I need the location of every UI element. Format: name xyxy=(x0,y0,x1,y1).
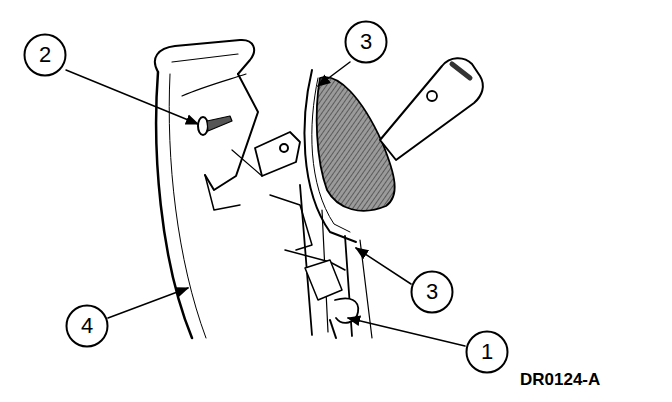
callout-number: 2 xyxy=(39,44,51,66)
figure-code: DR0124-A xyxy=(520,370,600,390)
callout-circle: 1 xyxy=(465,330,509,374)
callout-number: 3 xyxy=(426,281,438,303)
callout-number: 4 xyxy=(81,315,93,337)
callout-number: 3 xyxy=(360,31,372,53)
callout-number: 1 xyxy=(481,341,493,363)
callout-circle: 2 xyxy=(23,33,67,77)
callout-circle: 4 xyxy=(65,304,109,348)
callout-circle: 3 xyxy=(344,20,388,64)
callout-circle: 3 xyxy=(410,270,454,314)
